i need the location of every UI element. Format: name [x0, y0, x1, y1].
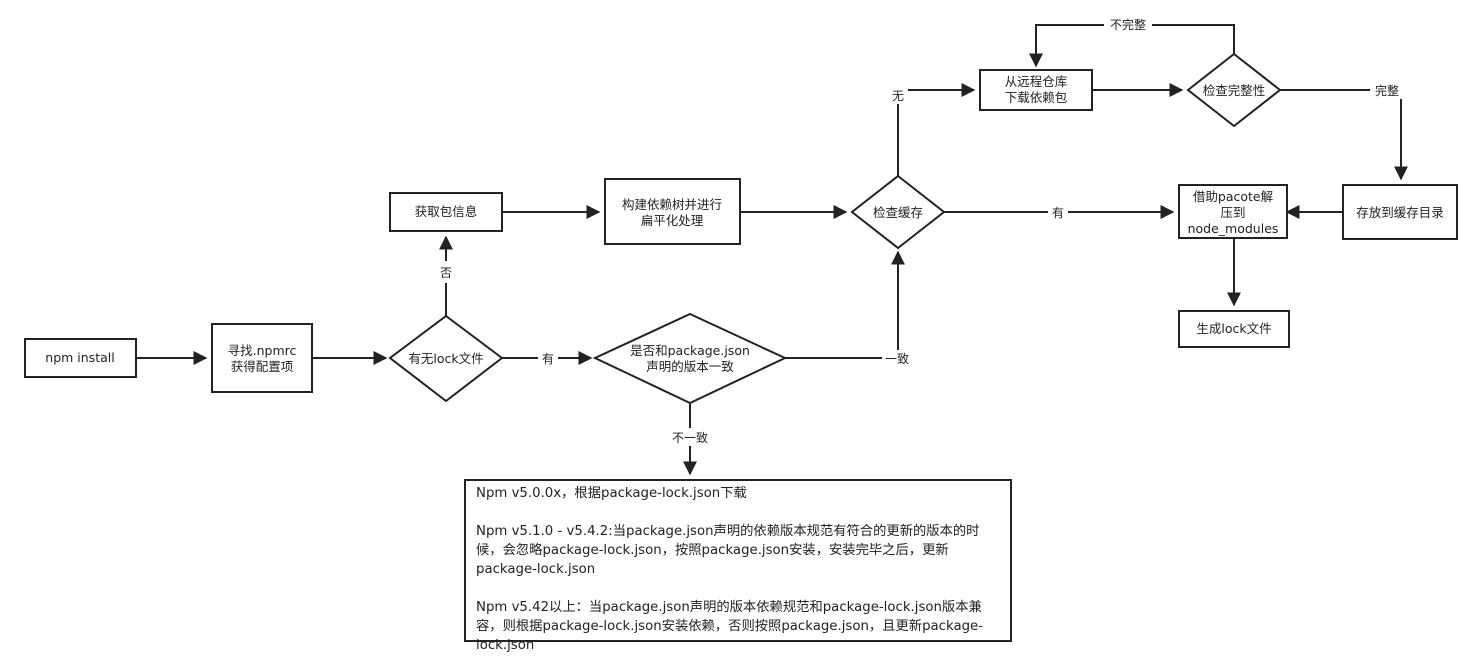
node-check-integrity-label: 检查完整性 [1203, 83, 1266, 98]
node-build-tree-line-1: 构建依赖树并进行 [622, 197, 722, 212]
node-build-tree: 构建依赖树并进行 扁平化处理 [604, 178, 741, 245]
edge-label-cache-none: 无 [892, 89, 904, 103]
node-extract-pacote-line-3: node_modules [1188, 221, 1279, 236]
node-has-lock-label: 有无lock文件 [408, 351, 483, 366]
node-build-tree-line-2: 扁平化处理 [641, 213, 704, 228]
edge-label-incomplete: 不完整 [1110, 17, 1146, 32]
node-get-pkg-info-label: 获取包信息 [415, 204, 478, 219]
node-npm-install: npm install [24, 338, 137, 378]
node-store-cache-label: 存放到缓存目录 [1356, 205, 1444, 220]
node-extract-pacote-line-1: 借助pacote解 [1193, 189, 1273, 204]
edge-label-inconsistent: 不一致 [672, 431, 708, 445]
edge-label-consistent: 一致 [885, 352, 909, 366]
node-find-npmrc-line-1: 寻找.npmrc [228, 343, 297, 358]
note-paragraph-v5-0: Npm v5.0.0x，根据package-lock.json下载 [476, 486, 747, 501]
node-download-remote-line-2: 下载依赖包 [1005, 90, 1068, 105]
node-get-pkg-info: 获取包信息 [389, 192, 503, 232]
edge-label-complete: 完整 [1375, 83, 1399, 98]
node-version-match-line-1: 是否和package.json [630, 343, 750, 358]
version-notes-box: Npm v5.0.0x，根据package-lock.json下载 Npm v5… [464, 479, 1012, 653]
node-has-lock: 有无lock文件 [388, 314, 504, 403]
node-version-match-line-2: 声明的版本一致 [646, 359, 734, 374]
node-extract-pacote-line-2: 压到 [1220, 205, 1245, 220]
node-generate-lock: 生成lock文件 [1178, 310, 1290, 348]
edge-label-has-lock: 有 [542, 352, 554, 366]
edge-version-match-to-check-cache [785, 250, 905, 359]
node-check-cache-label: 检查缓存 [873, 205, 923, 220]
node-store-cache: 存放到缓存目录 [1342, 184, 1458, 240]
node-download-remote: 从远程仓库 下载依赖包 [979, 69, 1093, 111]
edge-integrity-to-store-cache [1280, 89, 1408, 181]
edge-label-cache-hit: 有 [1052, 206, 1064, 220]
edge-labels: 否 有 一致 不一致 无 有 不完整 完整 [438, 17, 1404, 446]
edge-label-no-lock: 否 [440, 266, 452, 280]
node-check-integrity: 检查完整性 [1186, 52, 1282, 128]
node-find-npmrc-line-2: 获得配置项 [231, 359, 294, 374]
note-paragraph-v5-1-to-5-4-2: Npm v5.1.0 - v5.4.2:当package.json声明的依赖版本… [476, 524, 980, 577]
node-find-npmrc: 寻找.npmrc 获得配置项 [211, 323, 313, 393]
edge-check-cache-to-download [897, 83, 976, 176]
node-version-match: 是否和package.json 声明的版本一致 [592, 312, 788, 405]
node-extract-pacote: 借助pacote解 压到 node_modules [1178, 184, 1288, 239]
node-generate-lock-label: 生成lock文件 [1196, 321, 1271, 336]
node-check-cache: 检查缓存 [850, 174, 946, 250]
node-npm-install-label: npm install [45, 350, 114, 365]
note-paragraph-v5-42-plus: Npm v5.42以上：当package.json声明的版本依赖规范和packa… [476, 600, 984, 653]
node-download-remote-line-1: 从远程仓库 [1005, 74, 1068, 89]
